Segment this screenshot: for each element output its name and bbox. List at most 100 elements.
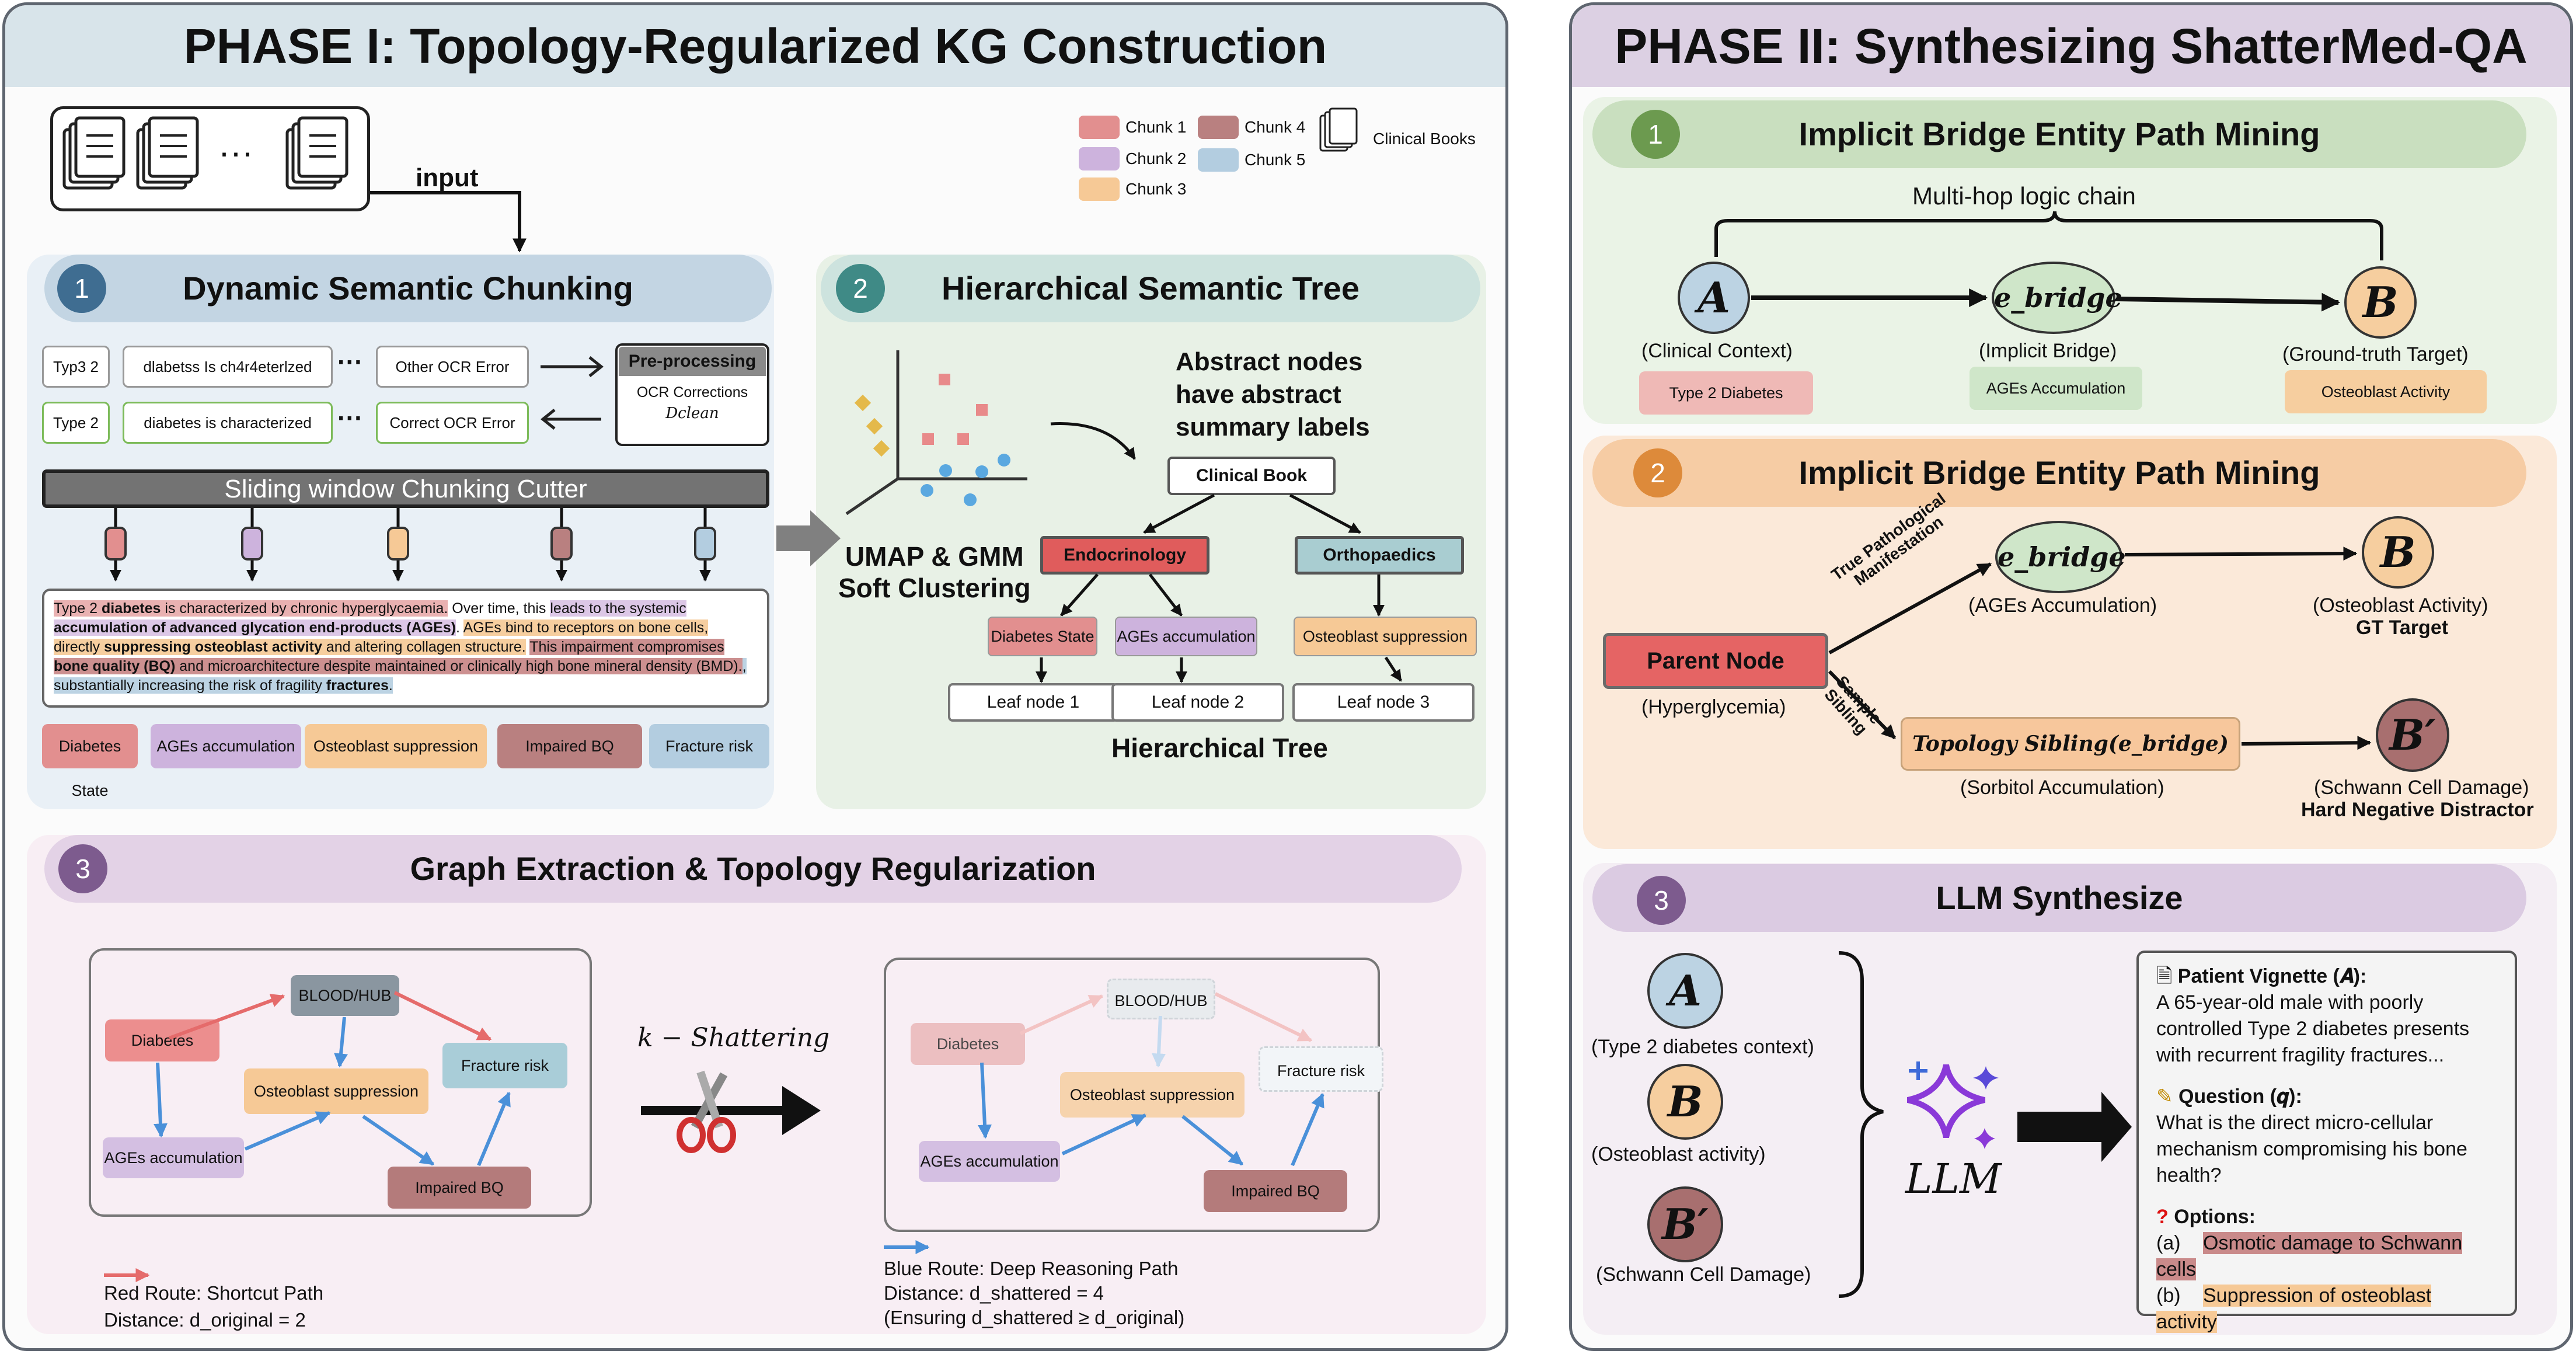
passage-segment: Over time, this: [448, 600, 550, 617]
mining1-node-b-label: B: [2362, 277, 2399, 327]
mining1-number: 1: [1631, 110, 1680, 159]
tree-leaf-node: Leaf node 2: [1111, 683, 1284, 722]
mining2-bprime-caption: (Schwann Cell Damage): [2314, 777, 2529, 799]
passage-segment: .: [388, 677, 393, 694]
cutter-marker: [694, 527, 716, 561]
tree-mid-left-label: Endocrinology: [1064, 545, 1186, 565]
synth-a-caption: (Type 2 diabetes context): [1591, 1036, 1814, 1058]
tree-number: 2: [836, 264, 885, 313]
mining2-bridge-label: e_bridge: [1998, 541, 2126, 573]
passage-segment: leads to the systemic: [550, 600, 686, 617]
option-row[interactable]: (b)Suppression of osteoblast activity: [2156, 1283, 2497, 1335]
legend-books-label: Clinical Books: [1373, 130, 1476, 148]
vignette-body: A 65-year-old male with poorly controlle…: [2156, 991, 2470, 1066]
mining2-edges: [1828, 547, 2372, 750]
mining2-title: Implicit Bridge Entity Path Mining: [1798, 454, 2320, 491]
tree-mid-right-label: Orthopaedics: [1323, 545, 1436, 565]
mining2-number: 2: [1633, 448, 1682, 497]
ocr-ellipsis: ···: [337, 404, 363, 433]
legend-label: Chunk 5: [1245, 151, 1306, 169]
mining1-node-bridge: e_bridge: [1992, 262, 2122, 334]
chunk-label: Impaired BQ: [497, 724, 642, 768]
option-key: (b): [2156, 1285, 2181, 1307]
to-tree-arrow: [776, 510, 841, 566]
synth-output-arrow: [2017, 1092, 2132, 1162]
synth-bprime-caption: (Schwann Cell Damage): [1596, 1263, 1811, 1286]
ocr-cell: Correct OCR Error: [376, 402, 529, 444]
mining1-tag-bridge: AGEs Accumulation: [1970, 367, 2142, 410]
chunking-header: Dynamic Semantic Chunking: [44, 255, 772, 322]
legend-label: Chunk 3: [1125, 180, 1187, 198]
graph-shattered-edges: [978, 992, 1324, 1167]
mining1-node-bridge-label: e_bridge: [1994, 282, 2122, 314]
graph-original-edges: [153, 991, 511, 1167]
cutter-connectors: [104, 508, 716, 582]
ocr-ellipsis: ···: [337, 348, 363, 377]
input-label: input: [416, 163, 479, 192]
question-title: Question (𝒒):: [2178, 1085, 2302, 1108]
tree-caption: Hierarchical Tree: [1111, 733, 1328, 763]
tree-leaf-node: Leaf node 1: [948, 683, 1118, 722]
chunk-passage: Type 2 diabetes is characterized by chro…: [42, 589, 769, 708]
mining1-tag-a: Type 2 Diabetes: [1639, 371, 1813, 415]
synth-title: LLM Synthesize: [1936, 879, 2183, 916]
preprocessing-math: 𝐷clean: [665, 405, 719, 422]
legend-label: Chunk 1: [1125, 118, 1187, 136]
mining1-node-a-label: A: [1697, 273, 1730, 322]
tree-leaf-label: Diabetes State: [988, 617, 1097, 656]
chunk-label: Diabetes State: [42, 724, 138, 799]
preprocessing-box: Pre-processing OCR Corrections 𝐷clean: [615, 343, 769, 446]
book-icons: [62, 116, 348, 190]
option-row[interactable]: (a)Osmotic damage to Schwann cells: [2156, 1230, 2497, 1283]
graph-shattered-node-diabetes: Diabetes: [911, 1023, 1025, 1065]
books-dots: ···: [218, 133, 253, 172]
graph-node-osteo: Osteoblast suppression: [244, 1068, 428, 1114]
options-list: (a)Osmotic damage to Schwann cells(b)Sup…: [2156, 1230, 2497, 1335]
mining2-bridge-caption: (AGEs Accumulation): [1968, 594, 2157, 617]
ocr-cell: Typ3 2: [42, 346, 110, 388]
parent-caption: (Hyperglycemia): [1641, 696, 1786, 718]
options-title-row: ? Options:: [2156, 1204, 2497, 1230]
mining1-tag-b: Osteoblast Activity: [2285, 370, 2487, 413]
cutter-marker: [550, 527, 573, 561]
legend-label: Chunk 4: [1245, 118, 1306, 136]
tree-root-label: Clinical Book: [1195, 466, 1308, 485]
synth-node-bprime-label: B′: [1662, 1199, 1709, 1249]
legend-swatch: [1198, 116, 1239, 139]
cutter-marker: [387, 527, 409, 561]
mining2-header: Implicit Bridge Entity Path Mining: [1592, 439, 2526, 507]
chunking-cutter: Sliding window Chunking Cutter: [42, 469, 769, 508]
vignette-title-row: 🗎 Patient Vignette (𝑨):: [2156, 963, 2497, 990]
chunk-label: Osteoblast suppression: [305, 724, 487, 768]
mining1-caption-b: (Ground-truth Target): [2282, 343, 2469, 366]
vignette-title: Patient Vignette (𝑨):: [2177, 965, 2367, 987]
book-lines: [86, 134, 336, 158]
chunking-title: Dynamic Semantic Chunking: [183, 270, 633, 307]
passage-segment: Type 2: [54, 600, 102, 617]
llm-label: LLM: [1905, 1155, 2002, 1203]
passage-segment: bone quality (BQ): [54, 658, 176, 674]
mining2-bprime-role: Hard Negative Distractor: [2301, 799, 2534, 821]
phase2-title: PHASE II: Synthesizing ShatterMed-QA: [1572, 5, 2570, 87]
question-mark-icon: ?: [2156, 1206, 2174, 1228]
question-body: What is the direct micro-cellular mechan…: [2156, 1112, 2467, 1186]
tree-edges: [1036, 493, 1403, 683]
mining1-node-b: B: [2344, 266, 2417, 339]
graph-shattered-node-hub: BLOOD/HUB: [1107, 979, 1215, 1019]
chunk-label: AGEs accumulation: [151, 724, 301, 768]
cutter-label: Sliding window Chunking Cutter: [224, 475, 587, 503]
ocr-cell: dlabetss Is ch4r4eterlzed: [123, 346, 333, 388]
synth-b-caption: (Osteoblast activity): [1591, 1143, 1766, 1165]
parent-node: Parent Node: [1603, 633, 1828, 689]
passage-segment: fractures: [326, 677, 389, 694]
ocr-cell: Type 2: [42, 402, 110, 444]
mining2-b-label: B: [2380, 527, 2416, 577]
tree-title: Hierarchical Semantic Tree: [942, 270, 1360, 307]
chunk-label: Fracture risk: [649, 724, 769, 768]
graph-node-fracture: Fracture risk: [442, 1043, 567, 1088]
clustering-label: UMAP & GMM Soft Clustering: [838, 541, 1031, 603]
mining1-caption-a: (Clinical Context): [1641, 340, 1793, 362]
legend-swatch: [1079, 177, 1120, 201]
tree-mid-left: Endocrinology: [1040, 536, 1209, 575]
